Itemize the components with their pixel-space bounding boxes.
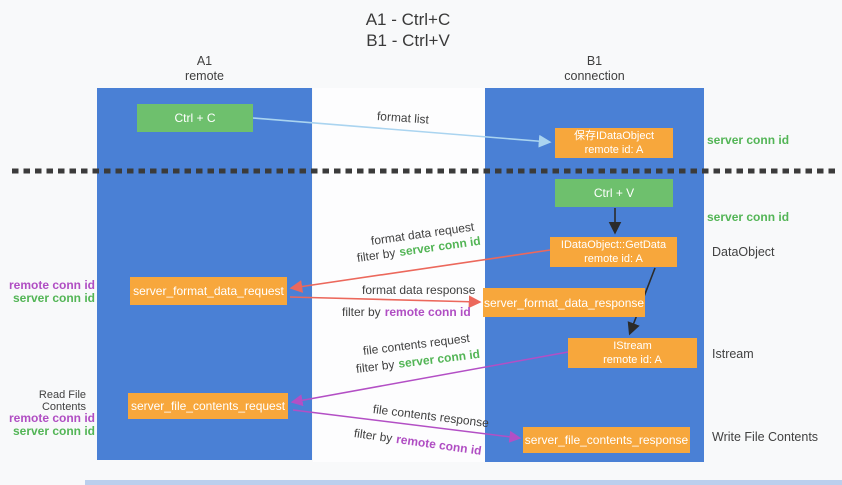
node-getdata-line2: remote id: A: [584, 253, 643, 265]
remote-conn-id-text: remote conn id: [384, 305, 471, 319]
lane-b1-subtitle: connection: [564, 69, 625, 83]
side-label-read-file-contents: Read File Contents: [38, 389, 86, 413]
side-label-dataobject: DataObject: [712, 245, 775, 259]
left-conn-id-group-1: remote conn id server conn id: [0, 279, 95, 305]
node-ctrl-c: Ctrl + C: [137, 104, 253, 132]
node-ctrl-v: Ctrl + V: [555, 179, 673, 207]
node-ctrl-c-label: Ctrl + C: [174, 111, 216, 125]
filter-by-text: filter by: [342, 305, 381, 319]
arrow-file-contents-response: [292, 409, 522, 443]
node-format-request-label: server_format_data_request: [133, 284, 284, 298]
lane-header-b1: B1 connection: [485, 54, 704, 84]
arrow-format-data-response: [289, 295, 482, 309]
diagram-title: A1 - Ctrl+C B1 - Ctrl+V: [0, 9, 816, 51]
node-istream-line2: remote id: A: [603, 354, 662, 366]
bottom-edge-strip: [85, 480, 842, 485]
left-conn-id-group-2: remote conn id server conn id: [0, 412, 95, 438]
side-label-write-file-contents: Write File Contents: [712, 430, 819, 444]
node-istream-line1: IStream: [613, 340, 652, 352]
title-line-2: B1 - Ctrl+V: [366, 31, 450, 50]
lane-b1-title: B1: [586, 54, 603, 68]
left-server-conn-id-2: server conn id: [12, 424, 95, 438]
node-file-response-label: server_file_contents_response: [524, 433, 689, 447]
node-server-file-contents-request: server_file_contents_request: [128, 393, 288, 419]
title-line-1: A1 - Ctrl+C: [365, 10, 451, 29]
node-istream: IStream remote id: A: [568, 338, 697, 368]
side-label-server-conn-id-mid: server conn id: [707, 210, 790, 224]
node-ctrl-v-label: Ctrl + V: [593, 186, 635, 200]
node-idataobject-getdata: IDataObject::GetData remote id: A: [550, 237, 677, 267]
side-label-istream: Istream: [712, 347, 754, 361]
arrow-file-contents-request: [290, 351, 569, 407]
node-server-file-contents-response: server_file_contents_response: [523, 427, 690, 453]
lane-header-a1: A1 remote: [97, 54, 312, 84]
left-remote-conn-id-2: remote conn id: [8, 411, 95, 425]
arrow-format-data-request: [289, 249, 551, 293]
left-server-conn-id-1: server conn id: [12, 291, 95, 305]
lane-a1-subtitle: remote: [185, 69, 224, 83]
node-format-response-label: server_format_data_response: [483, 295, 645, 310]
middle-background-strip: [313, 88, 485, 462]
node-save-idataobject-line1: 保存IDataObject: [573, 130, 655, 142]
node-save-idataobject: 保存IDataObject remote id: A: [555, 128, 673, 158]
node-file-request-label: server_file_contents_request: [130, 399, 286, 413]
node-getdata-line1: IDataObject::GetData: [560, 239, 667, 251]
node-server-format-data-request: server_format_data_request: [130, 277, 287, 305]
side-label-server-conn-id-top: server conn id: [707, 133, 790, 147]
edge-label-format-data-response: format data response: [362, 283, 476, 297]
node-server-format-data-response: server_format_data_response: [483, 288, 645, 317]
lane-a1-title: A1: [196, 54, 213, 68]
node-save-idataobject-line2: remote id: A: [584, 144, 644, 156]
arrow-format-list: [252, 117, 552, 148]
left-remote-conn-id-1: remote conn id: [8, 278, 95, 292]
